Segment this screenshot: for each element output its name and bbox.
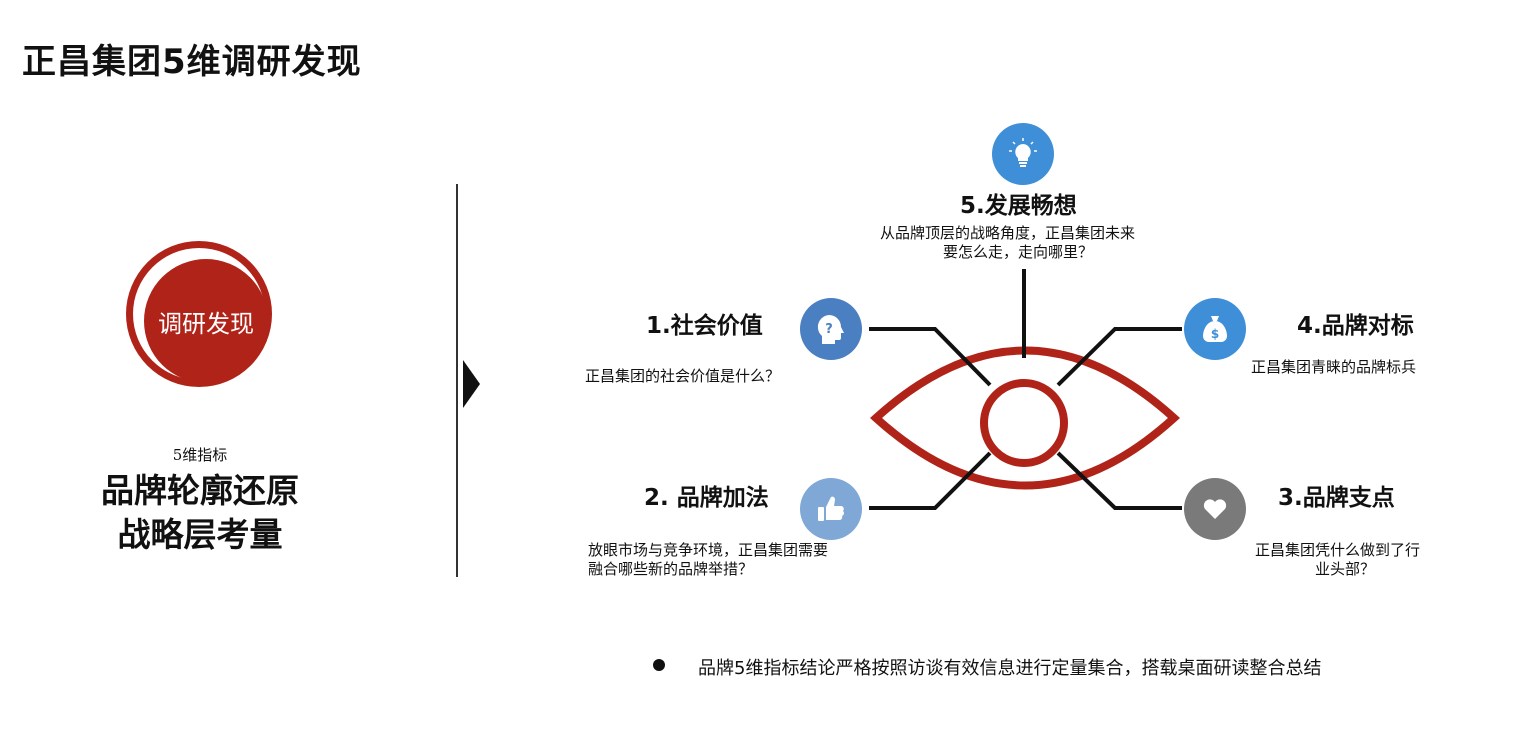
dimension-5-desc-line2: 要怎么走，走向哪里？	[943, 243, 1094, 261]
research-badge: 调研发现	[126, 241, 272, 387]
thumbs-up-icon	[800, 478, 862, 540]
question-head-icon: ?	[800, 298, 862, 360]
vertical-divider	[456, 184, 458, 577]
eye-diagram	[869, 269, 1182, 510]
badge-label: 调研发现	[144, 259, 268, 383]
five-dim-label: 5维指标	[172, 446, 228, 464]
left-heading-line2: 战略层考量	[117, 515, 283, 554]
dimension-4-desc: 正昌集团青睐的品牌标兵	[1251, 358, 1417, 376]
triangle-arrow-icon	[463, 360, 480, 408]
bullet-dot-icon	[653, 659, 665, 671]
dimension-4-title: 4.品牌对标	[1297, 313, 1414, 339]
dimension-5-desc-line1: 从品牌顶层的战略角度，正昌集团未来	[880, 224, 1136, 242]
page-title: 正昌集团5维调研发现	[22, 42, 362, 82]
lightbulb-icon	[992, 123, 1054, 185]
eye-outline	[870, 346, 1180, 490]
dimension-3-desc-line2: 业头部？	[1315, 560, 1376, 578]
eye-iris	[980, 379, 1068, 467]
footer-note: 品牌5维指标结论严格按照访谈有效信息进行定量集合，搭载桌面研读整合总结	[698, 658, 1322, 679]
dimension-2-title: 2. 品牌加法	[644, 485, 769, 511]
dimension-2-desc-line1: 放眼市场与竞争环境，正昌集团需要	[588, 541, 829, 559]
dimension-3-title: 3.品牌支点	[1278, 485, 1395, 511]
dimension-2-desc-line2: 融合哪些新的品牌举措？	[588, 560, 754, 578]
svg-text:?: ?	[825, 322, 833, 337]
left-heading-line1: 品牌轮廓还原	[101, 471, 299, 510]
connector-lines	[869, 269, 1182, 510]
dimension-3-desc-line1: 正昌集团凭什么做到了行	[1255, 541, 1421, 559]
dimension-1-desc: 正昌集团的社会价值是什么？	[585, 367, 781, 385]
heart-icon	[1184, 478, 1246, 540]
dimension-1-title: 1.社会价值	[646, 313, 763, 339]
svg-text:$: $	[1211, 327, 1219, 341]
money-bag-icon: $	[1184, 298, 1246, 360]
dimension-5-title: 5.发展畅想	[960, 193, 1077, 219]
